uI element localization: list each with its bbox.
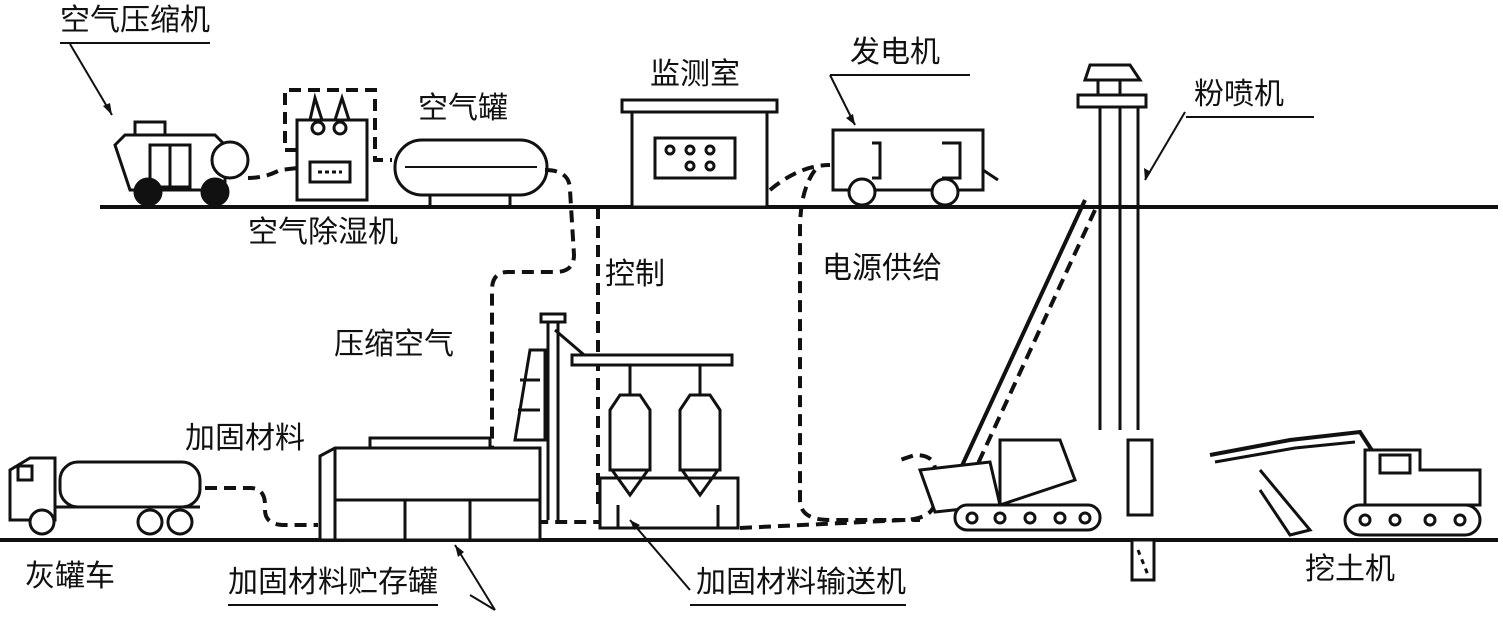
- excavator-illustration: [1209, 429, 1482, 537]
- conveyor-mast-illustration: [513, 312, 591, 520]
- monitor-to-generator-cable: [768, 163, 831, 192]
- arrowhead-conveyor: [630, 520, 640, 530]
- arrowhead-powder-sprayer: [1144, 168, 1151, 180]
- conveyor-illustration: [570, 353, 740, 530]
- conveyor-to-sprayer-hose: [739, 452, 937, 530]
- power-supply-cable: [798, 168, 920, 522]
- label-monitor-room: 监测室: [650, 57, 740, 92]
- leader-storage-tank: [454, 544, 496, 611]
- compressor-to-dehumidifier-hose: [247, 166, 299, 180]
- tank-truck-illustration: [8, 456, 202, 536]
- label-reinforcing-material: 加固材料: [185, 421, 305, 456]
- label-compressed-air: 压缩空气: [334, 327, 454, 362]
- leader-powder-sprayer: [1144, 111, 1186, 181]
- arrowhead-air-compressor: [103, 103, 112, 115]
- label-powder-sprayer: 粉喷机: [1186, 80, 1314, 118]
- label-power-supply: 电源供给: [822, 251, 942, 286]
- air-tank-illustration: [393, 138, 549, 207]
- label-storage-tank: 加固材料贮存罐: [228, 568, 438, 606]
- dehumidifier-illustration: [295, 92, 369, 202]
- label-control: 控制: [605, 257, 665, 292]
- label-excavator: 挖土机: [1305, 552, 1395, 587]
- arrowhead-generator: [846, 114, 855, 125]
- leader-arrowheads: [103, 103, 1151, 557]
- powder-sprayer-illustration: [917, 63, 1156, 582]
- label-air-tank: 空气罐: [418, 91, 508, 126]
- storage-tank-illustration: [318, 436, 542, 542]
- arrowhead-storage-tank: [455, 545, 464, 557]
- monitoring-room-illustration: [620, 98, 779, 209]
- label-conveyor: 加固材料输送机: [690, 568, 906, 606]
- label-air-compressor: 空气压缩机: [60, 6, 210, 44]
- dehumidifier-loop-hose: [283, 88, 392, 162]
- truck-to-storage-hose: [205, 486, 318, 527]
- label-tank-truck: 灰罐车: [25, 559, 115, 594]
- leader-air-compressor: [69, 43, 113, 116]
- generator-illustration: [831, 128, 999, 207]
- leader-conveyor: [629, 519, 691, 591]
- air-compressor-illustration: [113, 120, 250, 207]
- label-dehumidifier: 空气除湿机: [248, 215, 398, 250]
- leader-lines: [69, 43, 1186, 611]
- label-generator: 发电机: [830, 38, 970, 76]
